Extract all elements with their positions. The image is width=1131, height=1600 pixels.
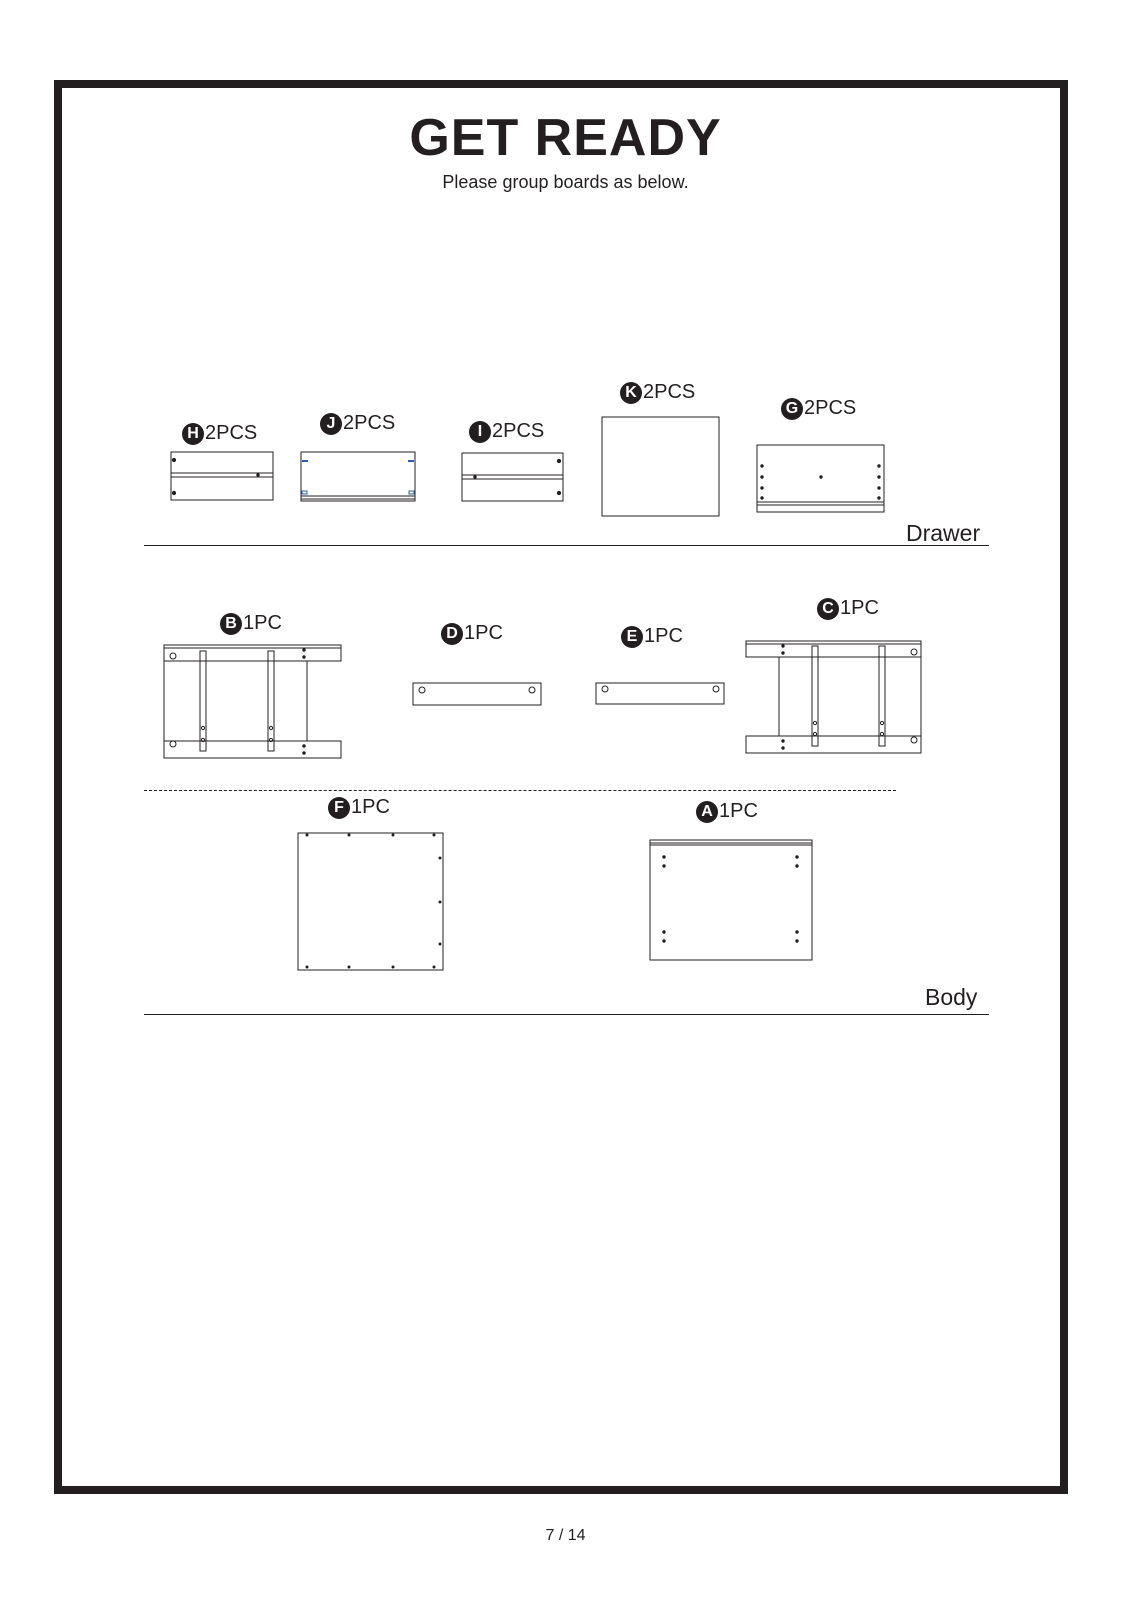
- page-title: GET READY: [409, 109, 722, 167]
- board-f-drawing: [297, 832, 444, 971]
- page-subtitle: Please group boards as below.: [442, 172, 689, 192]
- part-badge-b: B: [220, 612, 242, 635]
- part-qty-j: 2PCS: [343, 412, 396, 434]
- section-label-drawer: Drawer: [906, 520, 981, 546]
- board-i-drawing: [461, 452, 564, 502]
- part-qty-a: 1PC: [719, 800, 758, 822]
- board-c-drawing: [745, 640, 922, 754]
- part-badge-g: G: [781, 397, 803, 420]
- page-frame: [54, 80, 1068, 1494]
- part-badge-e: E: [621, 625, 643, 648]
- section-label-body: Body: [925, 984, 978, 1010]
- part-qty-i: 2PCS: [492, 420, 545, 442]
- part-qty-d: 1PC: [464, 622, 503, 644]
- part-qty-e: 1PC: [644, 625, 683, 647]
- board-k-drawing: [601, 416, 720, 517]
- part-qty-c: 1PC: [840, 597, 879, 619]
- board-d-drawing: [412, 682, 542, 706]
- board-g-drawing: [756, 444, 885, 513]
- board-h-drawing: [170, 451, 274, 501]
- part-badge-c: C: [817, 597, 839, 620]
- body-divider: [144, 1014, 989, 1015]
- board-j-drawing: [300, 451, 416, 502]
- part-badge-a: A: [696, 800, 718, 823]
- board-e-drawing: [595, 682, 725, 705]
- part-qty-h: 2PCS: [205, 422, 258, 444]
- part-badge-i: I: [469, 420, 491, 443]
- part-badge-j: J: [320, 412, 342, 435]
- part-badge-h: H: [182, 422, 204, 445]
- board-a-drawing: [649, 839, 813, 961]
- part-qty-k: 2PCS: [643, 381, 696, 403]
- body-dashed-divider: [144, 790, 896, 791]
- drawer-divider: [144, 545, 989, 546]
- part-qty-b: 1PC: [243, 612, 282, 634]
- part-qty-g: 2PCS: [804, 397, 857, 419]
- part-badge-d: D: [441, 622, 463, 645]
- part-badge-k: K: [620, 381, 642, 404]
- board-b-drawing: [163, 644, 342, 759]
- part-badge-f: F: [328, 796, 350, 819]
- part-qty-f: 1PC: [351, 796, 390, 818]
- page-number: 7 / 14: [545, 1527, 586, 1544]
